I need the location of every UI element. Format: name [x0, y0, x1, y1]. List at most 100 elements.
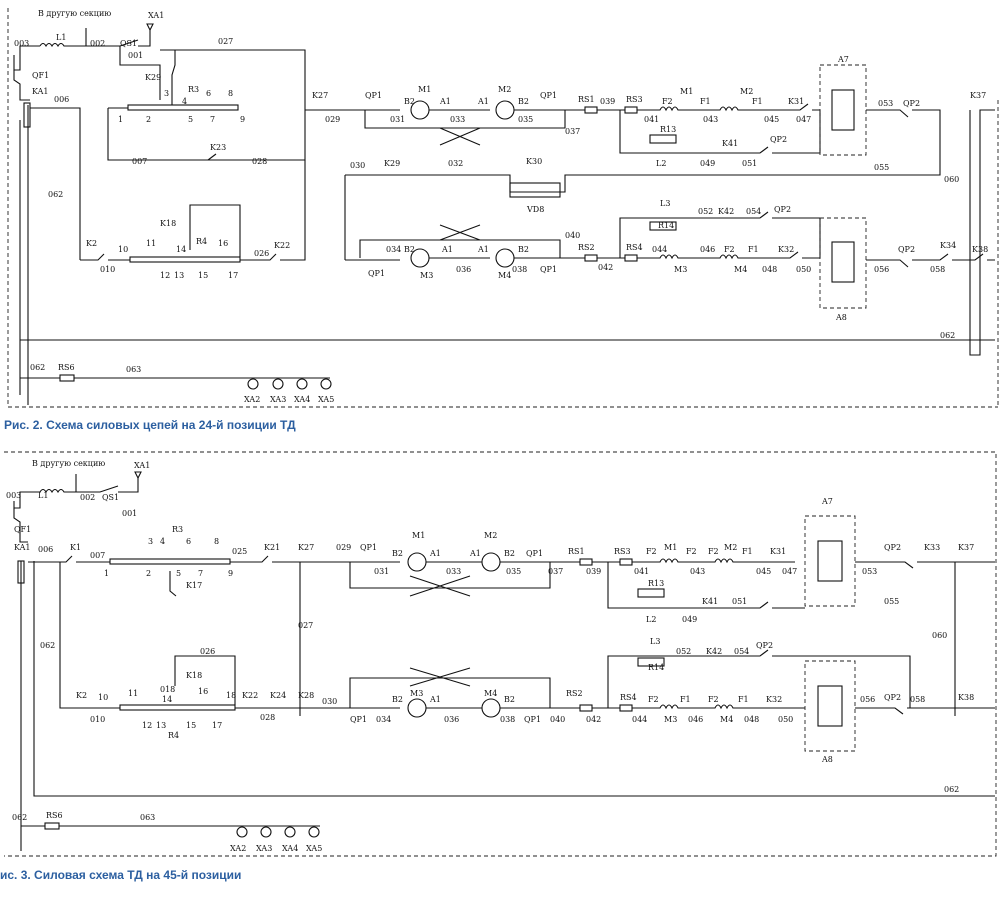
field-coils-top	[632, 558, 795, 564]
resistor-r3	[109, 558, 231, 565]
motor-m2	[495, 100, 515, 120]
label-qp1: QP1	[524, 715, 541, 724]
label-018: 018	[160, 685, 175, 694]
label-k31: K31	[770, 547, 786, 556]
label-a1: A1	[429, 549, 441, 558]
wire-027	[175, 49, 306, 105]
xa3-icon	[272, 378, 284, 390]
label-062: 062	[48, 190, 63, 199]
k29-contact	[160, 49, 176, 105]
label-t8: 8	[228, 89, 233, 98]
figure-3-schematic: В другую секцию XA1 003 L1 002 QS1 001 Q…	[4, 451, 997, 857]
switch-qs1	[119, 30, 151, 47]
resistor-rs6	[59, 374, 75, 382]
label-010: 010	[100, 265, 115, 274]
label-r14: R14	[648, 663, 664, 672]
input-line-003	[13, 45, 40, 71]
label-f1: F1	[680, 695, 691, 704]
label-048: 048	[744, 715, 759, 724]
label-a7: A7	[821, 497, 833, 506]
wire-030	[344, 174, 820, 260]
xa2-icon	[236, 826, 248, 838]
label-k2: K2	[86, 239, 97, 248]
label-xa5: XA5	[318, 395, 334, 404]
label-t5: 5	[188, 115, 193, 124]
label-ka1: KA1	[14, 543, 31, 552]
label-m3: M3	[420, 271, 433, 280]
label-026: 026	[254, 249, 269, 258]
label-051: 051	[732, 597, 747, 606]
figure-3: В другую секцию XA1 003 L1 002 QS1 001 Q…	[0, 446, 1000, 896]
label-b2: B2	[518, 97, 529, 106]
label-ka1: KA1	[32, 87, 49, 96]
resistor-rs2	[584, 254, 598, 262]
label-a1: A1	[441, 245, 453, 254]
label-rs3: RS3	[626, 95, 643, 104]
label-xa3: XA3	[270, 395, 286, 404]
label-m1: M1	[412, 531, 425, 540]
figure-2-frame	[7, 8, 998, 408]
label-rs2: RS2	[578, 243, 595, 252]
label-b2: B2	[518, 245, 529, 254]
label-k38: K38	[972, 245, 988, 254]
label-043: 043	[703, 115, 718, 124]
label-f2: F2	[724, 245, 735, 254]
wire-006	[30, 107, 81, 260]
label-f2: F2	[646, 547, 657, 556]
label-036: 036	[444, 715, 459, 724]
label-rs2: RS2	[566, 689, 583, 698]
label-054: 054	[734, 647, 749, 656]
label-052: 052	[698, 207, 713, 216]
k21-contact	[230, 555, 301, 716]
label-m3: M3	[674, 265, 687, 274]
label-035: 035	[518, 115, 533, 124]
label-039: 039	[586, 567, 601, 576]
label-k18: K18	[160, 219, 176, 228]
label-051: 051	[742, 159, 757, 168]
label-m2: M2	[740, 87, 753, 96]
label-xa5: XA5	[306, 844, 322, 853]
label-t12: 12	[142, 721, 152, 730]
label-m2: M2	[724, 543, 737, 552]
figure-2-labels: В другую секцию XA1 003 L1 002 QS1 001 Q…	[14, 9, 988, 404]
label-r3: R3	[188, 85, 199, 94]
label-t2: 2	[146, 569, 151, 578]
label-t16: 16	[218, 239, 228, 248]
diode-vd8	[509, 182, 561, 198]
resistor-r13	[637, 588, 665, 598]
figure-3-caption: ис. 3. Силовая схема ТД на 45-й позиции	[0, 868, 242, 882]
label-r4: R4	[168, 731, 179, 740]
label-qs1: QS1	[102, 493, 119, 502]
label-rs6: RS6	[58, 363, 75, 372]
label-qp2: QP2	[903, 99, 920, 108]
label-b2: B2	[504, 549, 515, 558]
label-r13: R13	[648, 579, 664, 588]
label-l3: L3	[660, 199, 670, 208]
label-m1: M1	[418, 85, 431, 94]
resistor-rs1	[579, 558, 593, 566]
label-r3: R3	[172, 525, 183, 534]
label-a1: A1	[469, 549, 481, 558]
label-026: 026	[200, 647, 215, 656]
label-rs4: RS4	[626, 243, 643, 252]
label-040: 040	[565, 231, 580, 240]
label-m2: M2	[498, 85, 511, 94]
label-k27: K27	[312, 91, 328, 100]
motor-m4	[481, 698, 501, 718]
motor-m1	[407, 552, 427, 572]
label-l1: L1	[56, 33, 66, 42]
label-k22: K22	[274, 241, 290, 250]
label-k21: K21	[264, 543, 280, 552]
label-054: 054	[746, 207, 761, 216]
label-044: 044	[652, 245, 667, 254]
label-a8: A8	[821, 755, 833, 764]
label-rs4: RS4	[620, 693, 637, 702]
label-050: 050	[778, 715, 793, 724]
label-f2: F2	[648, 695, 659, 704]
label-t15: 15	[186, 721, 196, 730]
label-060: 060	[944, 175, 959, 184]
label-045: 045	[764, 115, 779, 124]
label-rs3: RS3	[614, 547, 631, 556]
label-b2: B2	[392, 695, 403, 704]
label-k24: K24	[270, 691, 286, 700]
